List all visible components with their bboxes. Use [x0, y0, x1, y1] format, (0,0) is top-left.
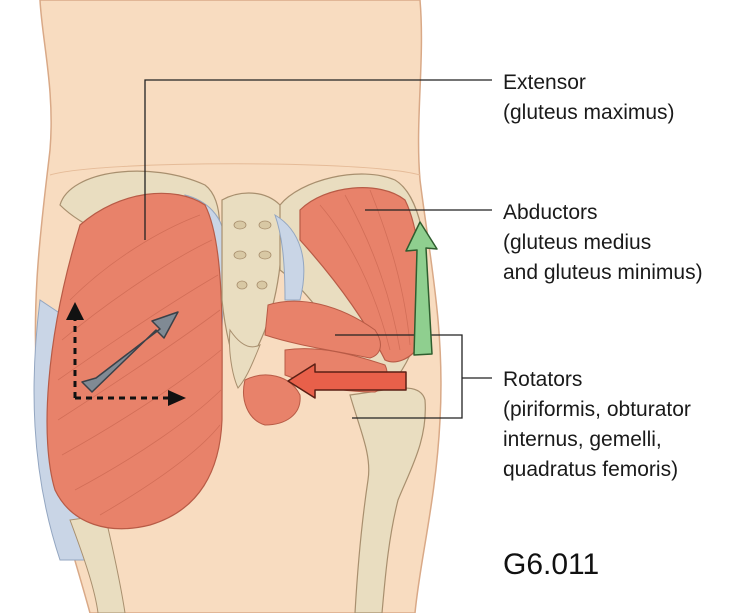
gluteus-maximus-muscle	[46, 192, 223, 530]
piriformis-muscle	[264, 300, 381, 359]
dotted-axis-icon	[73, 315, 172, 400]
extensor-leader-line	[144, 79, 492, 240]
rotators-muscle-line1: (piriformis, obturator	[503, 398, 691, 421]
sacral-foramina	[233, 220, 272, 290]
up-arrow-icon	[405, 221, 438, 356]
extensor-title: Extensor	[503, 71, 586, 94]
right-femur-bone	[349, 387, 426, 613]
rotators-label: Rotators (piriformis, obturator internus…	[503, 365, 691, 485]
left-arrow-icon	[287, 363, 407, 399]
rotators-bracket	[335, 334, 492, 419]
gluteus-medius-fibers	[319, 189, 411, 351]
right-sacral-tendon	[274, 213, 305, 301]
waist-crease	[49, 163, 421, 176]
rotators-title: Rotators	[503, 368, 583, 391]
gluteus-maximus-fibers	[57, 214, 222, 516]
extensor-label: Extensor (gluteus maximus)	[503, 68, 675, 128]
quadratus-femoris-muscle	[243, 374, 301, 426]
rotators-muscle-line2: internus, gemelli,	[503, 428, 662, 451]
abductors-title: Abductors	[503, 201, 598, 224]
dotted-axis-up-head	[66, 302, 84, 320]
rotators-muscle-line3: quadratus femoris)	[503, 458, 679, 481]
dotted-axis-right-head	[168, 390, 186, 406]
abductors-muscle-line1: (gluteus medius	[503, 231, 652, 254]
abductors-muscle-line2: and gluteus minimus)	[503, 261, 703, 284]
diagonal-arrow-icon	[81, 311, 179, 393]
abductors-label: Abductors (gluteus medius and gluteus mi…	[503, 198, 703, 288]
coccyx-bone	[229, 328, 261, 389]
figure-code: G6.011	[503, 548, 600, 581]
extensor-muscle: (gluteus maximus)	[503, 101, 675, 124]
